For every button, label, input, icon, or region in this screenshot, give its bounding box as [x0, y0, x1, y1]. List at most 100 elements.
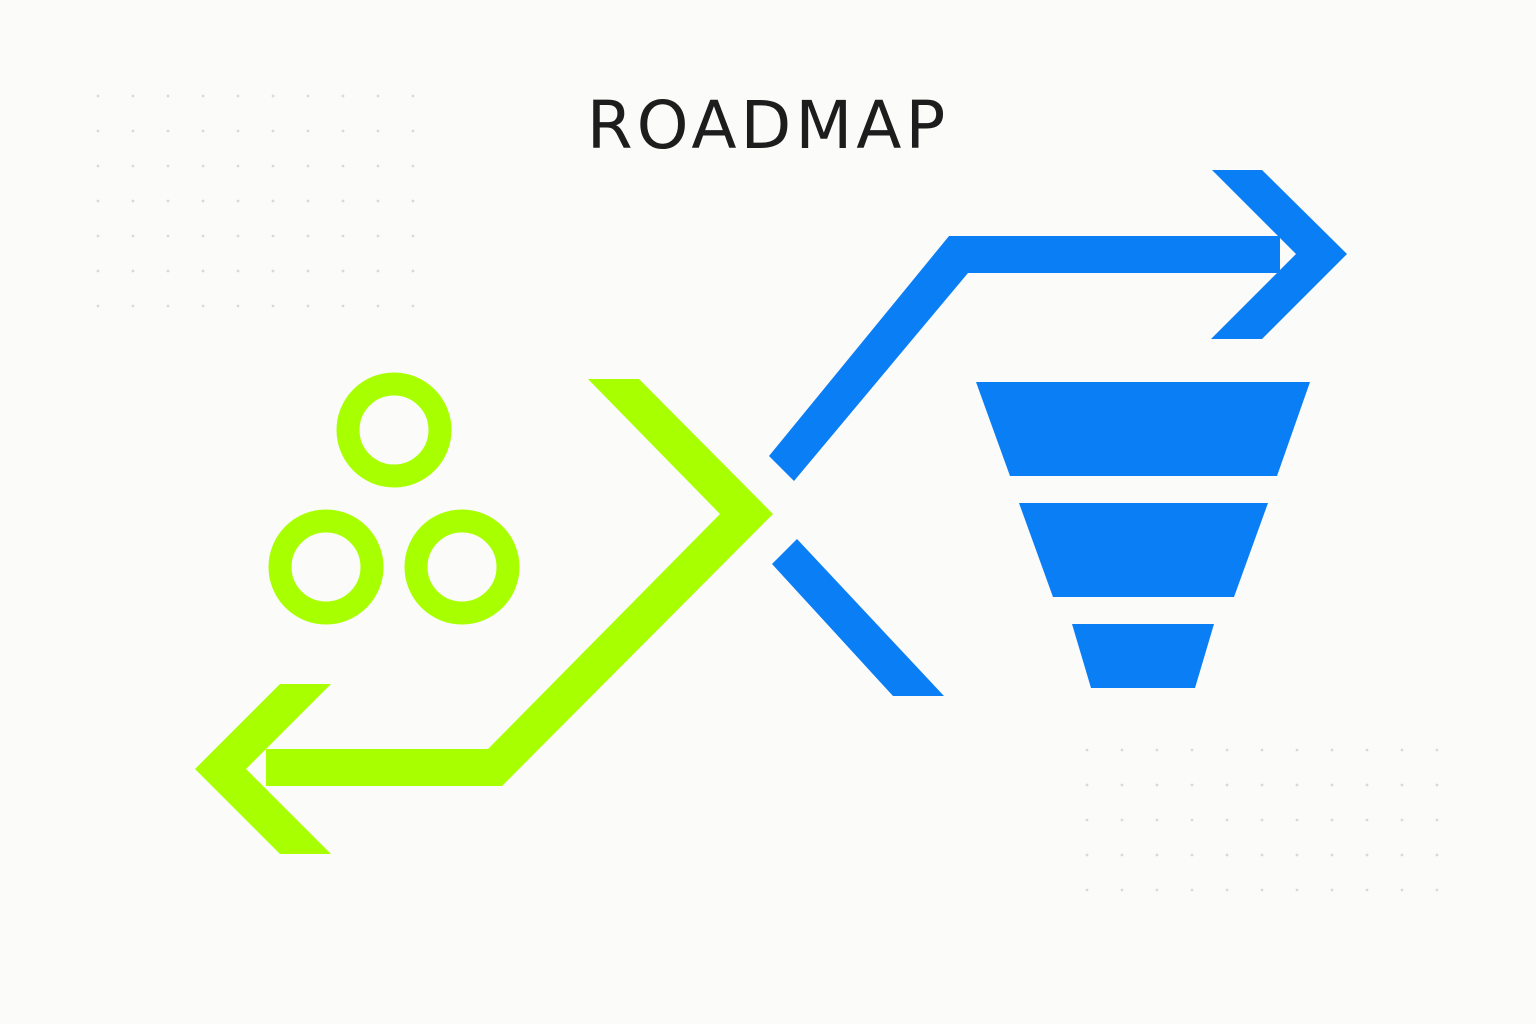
grid-dot [306, 199, 310, 203]
grid-dot [1190, 748, 1194, 752]
grid-dot [1260, 853, 1264, 857]
grid-dot [1435, 818, 1439, 822]
grid-dot [1400, 783, 1404, 787]
funnel-tier-bottom [1072, 624, 1214, 688]
grid-dot [1120, 853, 1124, 857]
grid-dot [306, 234, 310, 238]
grid-dot [201, 199, 205, 203]
grid-dot [1365, 783, 1369, 787]
grid-dot [1295, 748, 1299, 752]
grid-dot [306, 94, 310, 98]
grid-dot [411, 199, 415, 203]
grid-dot [271, 234, 275, 238]
grid-dot [1295, 853, 1299, 857]
grid-dot [201, 304, 205, 308]
grid-dot [1225, 783, 1229, 787]
grid-dot [1085, 783, 1089, 787]
grid-dot [1155, 888, 1159, 892]
funnel-icon [976, 382, 1310, 688]
grid-dot [96, 304, 100, 308]
grid-dot [236, 164, 240, 168]
three-circles-icon [268, 372, 520, 625]
grid-dot [1295, 783, 1299, 787]
grid-dot [1435, 748, 1439, 752]
grid-dot [201, 129, 205, 133]
grid-dot [166, 269, 170, 273]
grid-dot [166, 304, 170, 308]
grid-dot [131, 269, 135, 273]
grid-dot [201, 269, 205, 273]
grid-dot [96, 234, 100, 238]
grid-dot [1435, 853, 1439, 857]
dot-grid-bottom-right [1085, 748, 1439, 892]
grid-dot [201, 234, 205, 238]
grid-dot [131, 199, 135, 203]
grid-dot [236, 234, 240, 238]
grid-dot [1295, 818, 1299, 822]
grid-dot [1260, 818, 1264, 822]
blue-arrowhead [1211, 170, 1347, 339]
grid-dot [1155, 783, 1159, 787]
grid-dot [1330, 853, 1334, 857]
funnel-tier-top [976, 382, 1310, 476]
grid-dot [131, 129, 135, 133]
grid-dot [131, 94, 135, 98]
grid-dot [166, 234, 170, 238]
grid-dot [1435, 783, 1439, 787]
grid-dot [1085, 888, 1089, 892]
grid-dot [306, 304, 310, 308]
grid-dot [1365, 748, 1369, 752]
grid-dot [411, 164, 415, 168]
grid-dot [1120, 748, 1124, 752]
grid-dot [1330, 783, 1334, 787]
grid-dot [376, 269, 380, 273]
grid-dot [411, 304, 415, 308]
page-title: ROADMAP [586, 87, 950, 164]
grid-dot [236, 304, 240, 308]
grid-dot [1260, 748, 1264, 752]
green-path [266, 379, 773, 786]
green-arrowhead [195, 684, 331, 854]
grid-dot [1400, 818, 1404, 822]
grid-dot [1400, 888, 1404, 892]
grid-dot [1155, 853, 1159, 857]
grid-dot [1260, 783, 1264, 787]
grid-dot [1085, 818, 1089, 822]
grid-dot [376, 234, 380, 238]
grid-dot [341, 234, 345, 238]
grid-dot [1400, 748, 1404, 752]
grid-dot [376, 199, 380, 203]
grid-dot [376, 304, 380, 308]
grid-dot [341, 94, 345, 98]
circle-bottom-right [404, 509, 520, 625]
grid-dot [1155, 818, 1159, 822]
grid-dot [201, 94, 205, 98]
grid-dot [411, 269, 415, 273]
grid-dot [1295, 888, 1299, 892]
grid-dot [166, 164, 170, 168]
grid-dot [306, 129, 310, 133]
arrow-left-icon [195, 379, 773, 854]
grid-dot [96, 164, 100, 168]
circle-bottom-left [268, 509, 384, 625]
grid-dot [1435, 888, 1439, 892]
blue-upper-path [769, 236, 1280, 481]
grid-dot [236, 269, 240, 273]
grid-dot [1365, 888, 1369, 892]
grid-dot [96, 199, 100, 203]
grid-dot [1260, 888, 1264, 892]
grid-dot [271, 164, 275, 168]
grid-dot [1120, 818, 1124, 822]
grid-dot [236, 129, 240, 133]
grid-dot [341, 269, 345, 273]
grid-dot [1225, 853, 1229, 857]
grid-dot [411, 129, 415, 133]
grid-dot [1330, 748, 1334, 752]
dot-grid-top-left [96, 94, 415, 308]
grid-dot [166, 129, 170, 133]
grid-dot [341, 164, 345, 168]
grid-dot [131, 164, 135, 168]
grid-dot [1365, 853, 1369, 857]
grid-dot [96, 269, 100, 273]
